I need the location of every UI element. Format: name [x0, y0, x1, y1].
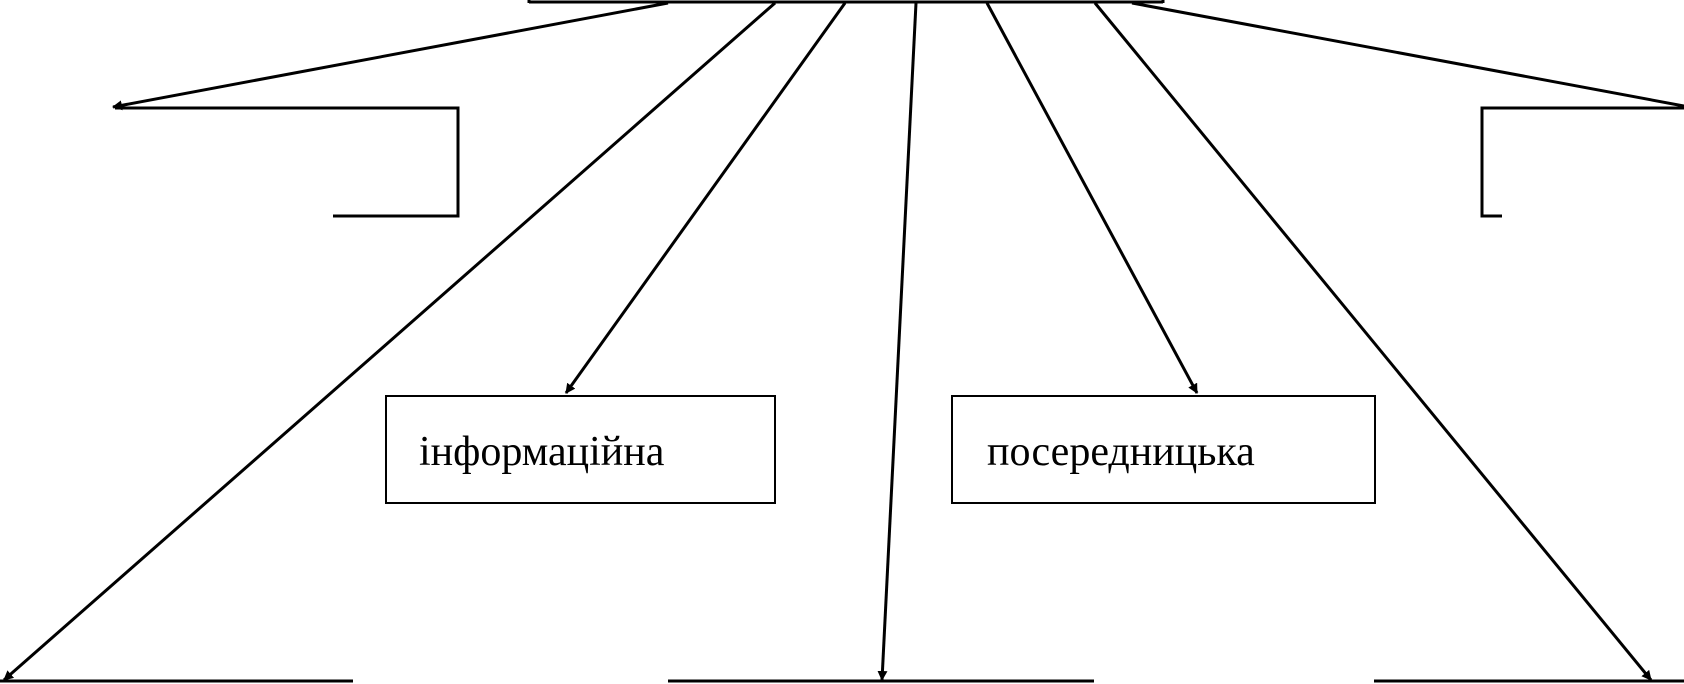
node-informational: інформаційна: [385, 395, 776, 504]
arrow-to-informational: [564, 2, 847, 394]
node-intermediary: посередницька: [951, 395, 1376, 504]
arrow-to-bottom-center: [877, 2, 918, 681]
arrow-to-bottom-right: [1093, 2, 1653, 681]
node-intermediary-label: посередницька: [987, 428, 1255, 475]
node-box-top-left: [115, 106, 460, 218]
node-box-top-right: [1480, 106, 1684, 218]
arrow-to-top-right: [1131, 1, 1684, 108]
node-informational-label: інформаційна: [419, 428, 665, 475]
arrow-to-intermediary: [985, 2, 1199, 394]
arrow-to-bottom-left: [3, 1, 776, 682]
arrow-to-top-left: [112, 1, 669, 111]
